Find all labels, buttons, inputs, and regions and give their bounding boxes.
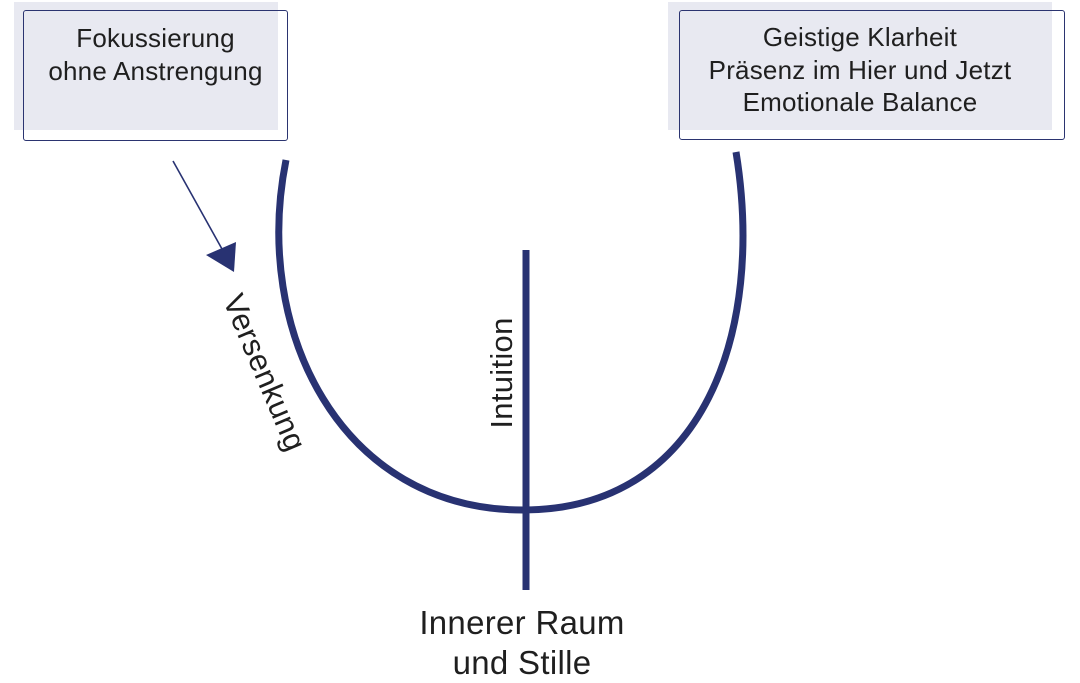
right-box-fill <box>668 2 1052 130</box>
right-box <box>679 10 1065 140</box>
left-box-line-2: ohne Anstrengung <box>48 55 263 86</box>
right-box-text: Geistige Klarheit Präsenz im Hier und Je… <box>668 21 1052 119</box>
arrow-shaft <box>172 160 223 250</box>
bottom-label-line-2: und Stille <box>452 644 592 681</box>
vertical-label: Intuition <box>484 317 519 429</box>
arrow-head-icon <box>206 242 236 272</box>
right-box-line-1: Geistige Klarheit <box>762 22 958 52</box>
bottom-label: Innerer Raum und Stille <box>320 603 724 683</box>
bottom-label-line-1: Innerer Raum <box>419 604 625 641</box>
left-box-text: Fokussierung ohne Anstrengung <box>23 22 288 87</box>
right-box-line-2: Präsenz im Hier und Jetzt <box>708 54 1012 85</box>
right-box-line-3: Emotionale Balance <box>742 87 978 117</box>
left-box <box>23 10 288 141</box>
left-box-line-1: Fokussierung <box>76 23 235 53</box>
left-box-fill <box>14 2 278 130</box>
